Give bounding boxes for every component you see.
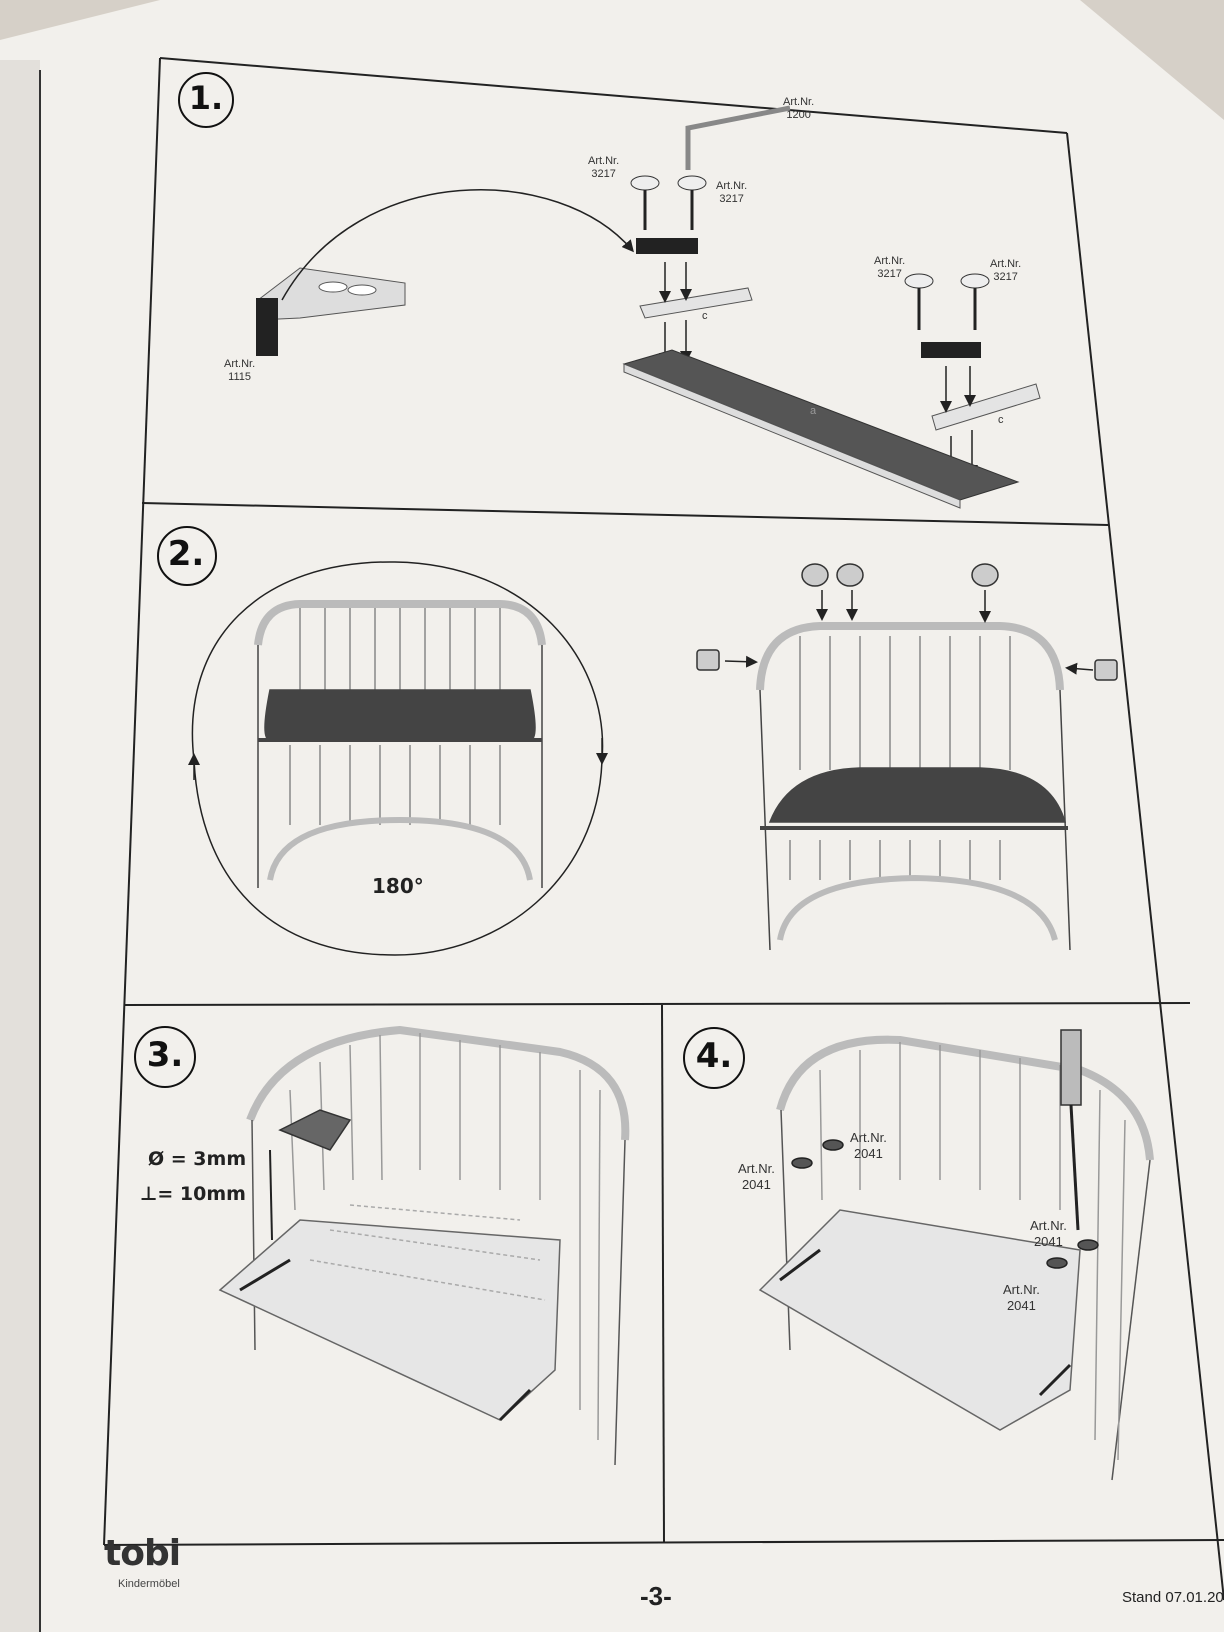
rotation-label: 180° [372,874,424,898]
step-3-circle [134,1026,196,1088]
step-3-illustration [218,1025,630,1466]
screw-label-2041-b: Art.Nr.2041 [850,1130,887,1161]
drill-diameter-label: Ø = 3mm [148,1148,247,1170]
step-1-illustration [256,105,1041,509]
part-label-3217-c: Art.Nr.3217 [874,255,906,280]
part-label-3217-b: Art.Nr.3217 [716,180,748,205]
rail-letter-c-1: c [702,310,708,322]
step-2-number: 2. [167,534,205,574]
step-4-illustration [758,1029,1154,1481]
rail-letter-c-2: c [998,414,1004,426]
part-label-1200: Art.Nr.1200 [783,96,815,121]
left-page-edge [0,60,40,1632]
screw-label-2041-c: Art.Nr.2041 [1030,1218,1067,1249]
step-3-number: 3. [146,1035,184,1075]
screw-label-2041-a: Art.Nr.2041 [738,1161,775,1192]
step-4-circle [683,1027,745,1089]
board-letter-a: a [810,405,817,417]
part-label-3217-a: Art.Nr.3217 [588,155,620,180]
step-1-number: 1. [188,79,224,117]
panel-frame [103,57,1224,1601]
step-4-number: 4. [695,1036,733,1076]
drill-depth-label: ⊥= 10mm [140,1183,246,1205]
step-2-circle [157,526,217,586]
step-2-illustration [188,561,1118,956]
screw-label-2041-d: Art.Nr.2041 [1003,1282,1040,1313]
part-label-3217-d: Art.Nr.3217 [990,258,1022,283]
part-label-1115: Art.Nr.1115 [224,358,256,383]
document-date: Stand 07.01.20 [1122,1589,1224,1606]
page-number: -3- [640,1581,672,1611]
brand-logo: tobi [104,1533,181,1574]
step-1-circle [178,72,234,128]
brand-subtitle: Kindermöbel [118,1578,180,1590]
